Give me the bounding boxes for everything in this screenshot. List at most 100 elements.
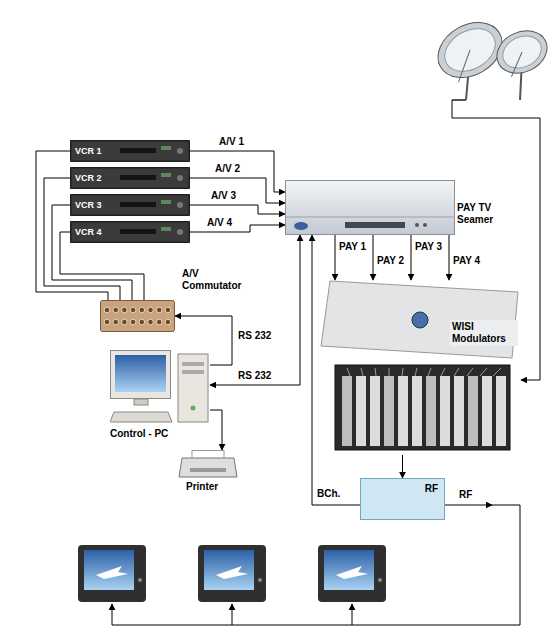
node-box: Printer (178, 450, 238, 478)
connector (335, 235, 336, 280)
drawing-part (285, 217, 455, 218)
drawing-part (104, 319, 110, 325)
node-box: VCR 4 (70, 221, 190, 243)
modulator-picture (320, 280, 520, 455)
connector (190, 178, 285, 203)
drawing-part (72, 223, 188, 241)
node-label: VCR 2 (75, 172, 102, 184)
drawing-part (156, 307, 162, 313)
node-label: Control - PC (110, 428, 168, 440)
tv-arrow (232, 604, 233, 625)
drawing-part (294, 222, 308, 230)
drawing-part (70, 140, 190, 162)
edge-label: A/V 4 (206, 217, 233, 229)
node-box: VCR 3 (70, 194, 190, 216)
edge-label: RS 232 (237, 370, 272, 382)
drawing-part (428, 368, 431, 376)
drawing-part (402, 368, 403, 376)
drawing-part (441, 368, 445, 376)
drawing-part (177, 175, 183, 181)
drawing-part (361, 368, 363, 376)
node-label: VCR 3 (75, 199, 102, 211)
drawing-part (110, 412, 172, 422)
connector (52, 205, 132, 300)
edge-label: RS 232 (237, 330, 272, 342)
drawing-part (122, 307, 128, 313)
drawing-part (134, 399, 148, 405)
drawing-part (190, 468, 226, 472)
drawing-part (177, 148, 183, 154)
drawing-part (412, 376, 422, 446)
drawing-part (490, 23, 554, 81)
drawing-part (130, 319, 136, 325)
drawing-part (398, 376, 408, 446)
satellite-dish (428, 11, 554, 100)
drawing-part (139, 307, 145, 313)
drawing-part (120, 229, 156, 234)
drawing-part (161, 146, 171, 150)
node-label: A/V Commutator (182, 268, 258, 292)
tv-arrow (112, 604, 113, 625)
drawing-part (115, 355, 166, 392)
connector (449, 235, 450, 280)
drawing-part (104, 307, 110, 313)
drawing-part (101, 301, 175, 332)
drawing-part (318, 545, 386, 602)
edge-label: PAY 2 (376, 255, 405, 267)
drawing-part (70, 221, 190, 243)
node-box: VCR 1 (70, 140, 190, 162)
node-label: WISI Modulators (450, 320, 518, 346)
drawing-part (148, 319, 154, 325)
drawing-part (342, 376, 352, 446)
drawing-part (321, 281, 518, 358)
edge-label: PAY 3 (414, 241, 443, 253)
drawing-part (496, 376, 506, 446)
drawing-part (120, 148, 156, 153)
node-label: PAY TV Seamer (457, 202, 505, 226)
drawing-part (370, 376, 380, 446)
rf-output (445, 505, 492, 506)
drawing-part (415, 223, 419, 227)
drawing-part (389, 368, 390, 376)
drawing-part (120, 175, 156, 180)
tv-arrow (352, 604, 353, 625)
commutator-picture (100, 300, 175, 332)
drawing-part (122, 319, 128, 325)
drawing-part (165, 307, 171, 313)
edge-label: A/V 3 (210, 190, 237, 202)
drawing-part (177, 202, 183, 208)
drawing-part (182, 370, 204, 374)
drawing-part (504, 52, 530, 77)
drawing-part (120, 202, 156, 207)
drawing-part (356, 376, 366, 446)
drawing-part (204, 550, 254, 590)
signal-label: RF (458, 489, 473, 501)
node-label: VCR 1 (75, 145, 102, 157)
drawing-part (468, 376, 478, 446)
connector (210, 235, 300, 385)
drawing-part (130, 307, 136, 313)
drawing-part (347, 368, 350, 376)
drawing-part (490, 23, 554, 81)
drawing-part (378, 578, 382, 582)
connector (411, 235, 412, 280)
drawing-part (452, 99, 466, 101)
tv-feed (112, 505, 520, 625)
node-box: PAY TV Seamer (285, 180, 455, 235)
drawing-part (161, 173, 171, 177)
drawing-part (198, 545, 266, 602)
drawing-part (258, 578, 262, 582)
drawing-part (345, 222, 405, 228)
drawing-part (454, 376, 464, 446)
node-label: RF (425, 483, 438, 495)
drawing-part (161, 227, 171, 231)
drawing-part (72, 142, 188, 160)
node-box: VCR 2 (70, 167, 190, 189)
connector (373, 235, 374, 280)
drawing-part (335, 365, 510, 450)
connector (190, 151, 285, 192)
drawing-part (84, 550, 134, 590)
drawing-part (113, 307, 119, 313)
drawing-part (482, 376, 492, 446)
seamer-picture (285, 180, 455, 235)
